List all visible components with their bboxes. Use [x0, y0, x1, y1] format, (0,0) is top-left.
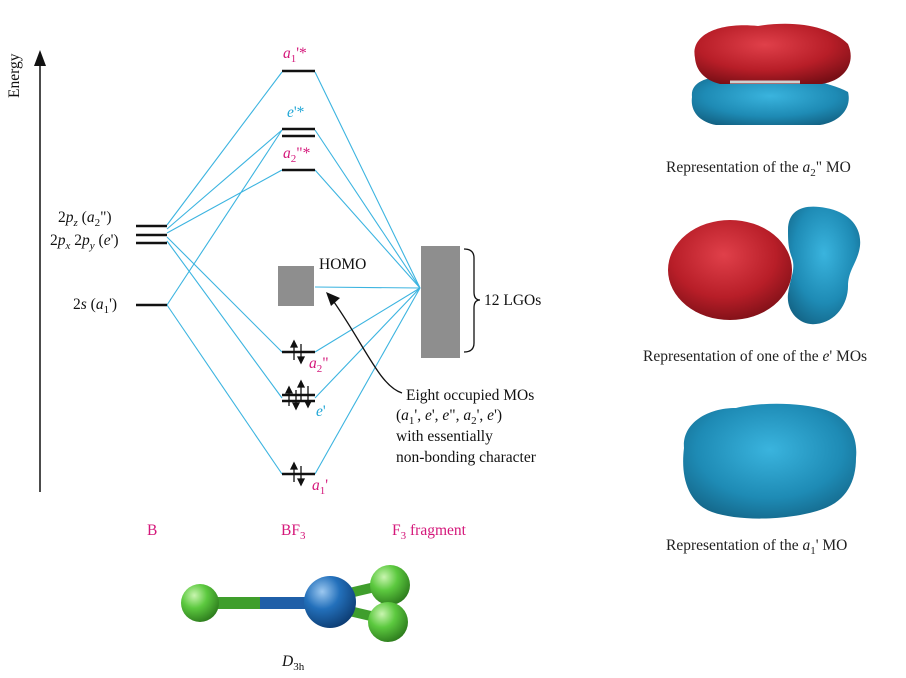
- lgo-box: [421, 246, 460, 358]
- column-label-bf3: BF3: [281, 522, 306, 542]
- annotation-line3: with essentially: [396, 428, 493, 445]
- homo-box: [278, 266, 314, 306]
- lgo-label: 12 LGOs: [484, 292, 541, 309]
- fluorine-atom: [368, 602, 408, 642]
- boron-atom: [304, 576, 356, 628]
- annotation-arrow: [333, 301, 403, 394]
- label-a1-occ: a1': [312, 477, 328, 497]
- annotation-line4: non-bonding character: [396, 449, 537, 466]
- bf3-molecule-model: [181, 565, 410, 642]
- column-label-b: B: [147, 522, 157, 539]
- annotation-line1: Eight occupied MOs: [406, 387, 534, 404]
- column-label-f3: F3 fragment: [392, 522, 467, 542]
- correlation-lines: [166, 71, 421, 475]
- label-e-occ: e': [316, 403, 326, 420]
- label-a2-star: a2"*: [283, 145, 311, 165]
- fluorine-atom: [181, 584, 219, 622]
- bf3-mo-levels: [282, 69, 315, 476]
- b-2pz-label: 2pz (a2"): [58, 209, 112, 229]
- a2-mo-caption: Representation of the a2" MO: [666, 159, 851, 179]
- homo-label: HOMO: [319, 256, 366, 273]
- electron-pairs: [284, 339, 313, 487]
- annotation-arrowhead: [326, 292, 340, 306]
- lgo-brace: [463, 248, 481, 353]
- a1-mo-caption: Representation of the a1' MO: [666, 537, 847, 557]
- label-a2-occ: a2": [309, 355, 329, 375]
- fluorine-atom: [370, 565, 410, 605]
- e-mo-isosurface: [668, 206, 861, 325]
- energy-axis-arrowhead: [34, 50, 46, 66]
- b-2pxy-label: 2px 2py (e'): [50, 232, 119, 252]
- b-2s-label: 2s (a1'): [73, 296, 117, 316]
- a2-mo-isosurface: [691, 23, 851, 125]
- label-a1-star: a1'*: [283, 45, 307, 65]
- label-e-star: e'*: [287, 104, 305, 121]
- a1-mo-isosurface: [683, 403, 857, 519]
- point-group-label: D3h: [281, 653, 305, 673]
- e-mo-caption: Representation of one of the e' MOs: [643, 348, 867, 365]
- boron-levels: [136, 224, 167, 307]
- annotation-line2: (a1', e', e", a2', e'): [396, 407, 502, 427]
- energy-axis-label: Energy: [6, 53, 23, 98]
